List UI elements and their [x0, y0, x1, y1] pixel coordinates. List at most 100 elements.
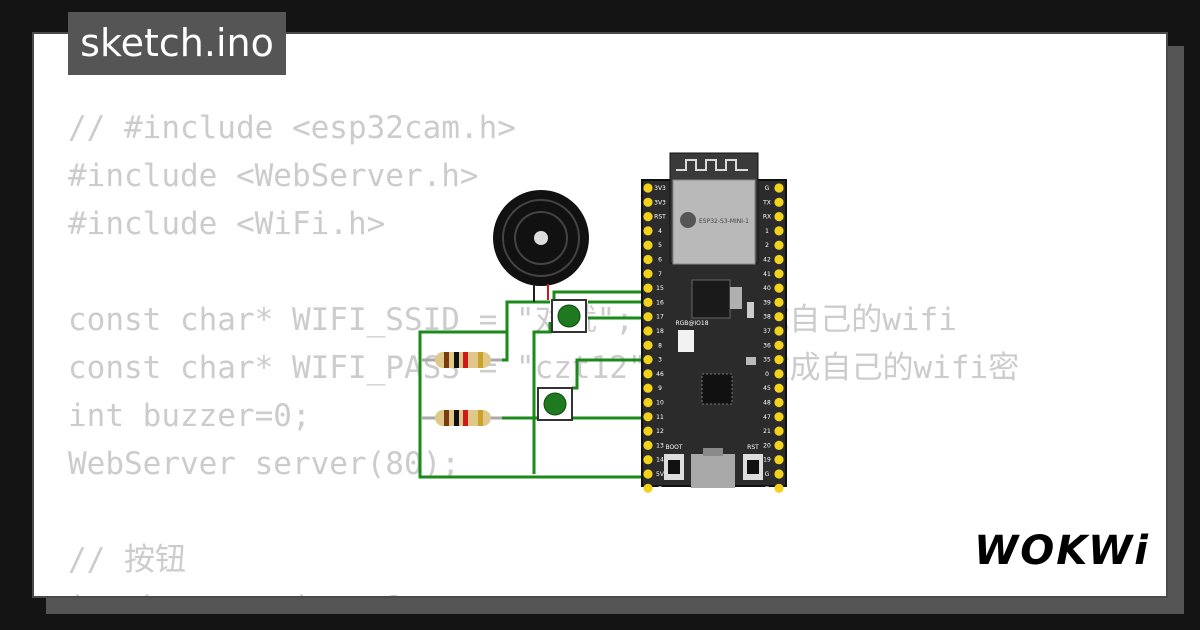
pin[interactable]	[774, 369, 784, 379]
pin[interactable]	[643, 412, 653, 422]
espressif-logo-icon	[680, 212, 696, 228]
push-button-1[interactable]	[551, 299, 587, 333]
boot-label: BOOT	[665, 444, 682, 451]
pin[interactable]	[774, 254, 784, 265]
resistor-2[interactable]	[422, 410, 502, 426]
code-line: WebServer server(80);	[68, 446, 460, 482]
pin[interactable]	[774, 197, 784, 207]
pin[interactable]	[774, 412, 784, 422]
pin[interactable]	[774, 355, 784, 365]
wire-1	[418, 300, 647, 479]
pin[interactable]	[774, 440, 784, 450]
pin[interactable]	[643, 483, 653, 493]
pin[interactable]	[643, 355, 653, 365]
push-button-2[interactable]	[537, 387, 573, 421]
pin[interactable]	[774, 212, 784, 222]
pin-label: 48	[763, 400, 771, 407]
file-tab[interactable]: sketch.ino	[68, 12, 286, 75]
pin[interactable]	[774, 183, 784, 193]
code-line: #include <WebServer.h>	[68, 158, 479, 194]
code-line: #include <WiFi.h>	[68, 206, 386, 242]
pin[interactable]	[774, 383, 784, 393]
pin[interactable]	[774, 340, 784, 350]
resistor-1[interactable]	[422, 352, 502, 368]
pin-label: 2	[765, 242, 769, 249]
pin-label: 3	[658, 357, 662, 364]
rst-label: RST	[747, 444, 759, 451]
pin[interactable]	[774, 226, 784, 236]
capacitor	[747, 302, 754, 318]
pin[interactable]	[774, 397, 784, 408]
pin-label: 38	[763, 314, 771, 321]
pin[interactable]	[774, 297, 784, 307]
pin-label: 39	[763, 299, 771, 306]
pin[interactable]	[643, 197, 653, 207]
project-card[interactable]: // #include <esp32cam.h> #include <WebSer…	[32, 32, 1168, 598]
pin[interactable]	[774, 283, 784, 293]
circuit-diagram[interactable]: ESP32-S3-MINI-1 RGB@IO18 BOOT RST 3V33V3…	[34, 34, 1168, 598]
pin[interactable]	[643, 383, 653, 393]
pin-label: 6	[658, 257, 662, 264]
pin-label: G	[765, 471, 770, 478]
pin-label: 4	[658, 228, 662, 235]
pin[interactable]	[643, 397, 653, 408]
pin[interactable]	[643, 283, 653, 293]
pin-label: 47	[763, 414, 771, 421]
pin-label: 11	[656, 414, 664, 421]
usb-chip	[701, 373, 733, 405]
pin-label: 12	[656, 428, 664, 435]
wire-2	[492, 332, 509, 362]
pin[interactable]	[643, 212, 653, 222]
rgb-led	[678, 330, 694, 352]
pin[interactable]	[774, 269, 784, 279]
pin[interactable]	[643, 326, 653, 336]
pin[interactable]	[774, 240, 784, 250]
pin-label: 9	[658, 385, 662, 392]
pin[interactable]	[643, 426, 653, 436]
pin[interactable]	[774, 326, 784, 336]
pin[interactable]	[643, 455, 653, 465]
pin-label: 35	[763, 357, 771, 364]
antenna-trace	[676, 159, 748, 171]
pin-label: RST	[654, 214, 666, 221]
esp32-board[interactable]: ESP32-S3-MINI-1 RGB@IO18 BOOT RST 3V33V3…	[641, 152, 787, 493]
pin-label: 15	[656, 285, 664, 292]
pin-label: RX	[763, 214, 771, 221]
pin-label: 7	[658, 271, 662, 278]
pin[interactable]	[643, 312, 653, 322]
pin[interactable]	[643, 226, 653, 236]
pin[interactable]	[643, 269, 653, 279]
pin-label: 5	[658, 242, 662, 249]
pin-label: 46	[656, 371, 664, 378]
pin[interactable]	[643, 469, 653, 479]
pin-label: G	[765, 485, 770, 492]
pin[interactable]	[643, 340, 653, 350]
pin[interactable]	[643, 297, 653, 307]
pin[interactable]	[774, 483, 784, 493]
pin-label: TX	[762, 199, 771, 206]
pin-label: 18	[656, 328, 664, 335]
module-label: ESP32-S3-MINI-1	[699, 218, 749, 225]
wire-5	[532, 322, 552, 474]
pin[interactable]	[643, 240, 653, 250]
code-line: // #include <esp32cam.h>	[68, 110, 516, 146]
pin-label: 41	[763, 271, 771, 278]
pin[interactable]	[643, 369, 653, 379]
code-line: // 按钮	[68, 542, 186, 578]
pin-label: G	[658, 485, 663, 492]
pin[interactable]	[774, 455, 784, 465]
pin[interactable]	[774, 426, 784, 436]
pin[interactable]	[774, 312, 784, 322]
pin[interactable]	[643, 183, 653, 193]
pin-label: 42	[763, 257, 771, 264]
pin[interactable]	[643, 254, 653, 265]
pin[interactable]	[643, 440, 653, 450]
wire-9	[552, 290, 647, 302]
buzzer[interactable]	[493, 190, 589, 302]
pin-label: 20	[763, 442, 771, 449]
pin-label: 17	[656, 314, 664, 321]
pin[interactable]	[774, 469, 784, 479]
pin-label: 37	[763, 328, 771, 335]
